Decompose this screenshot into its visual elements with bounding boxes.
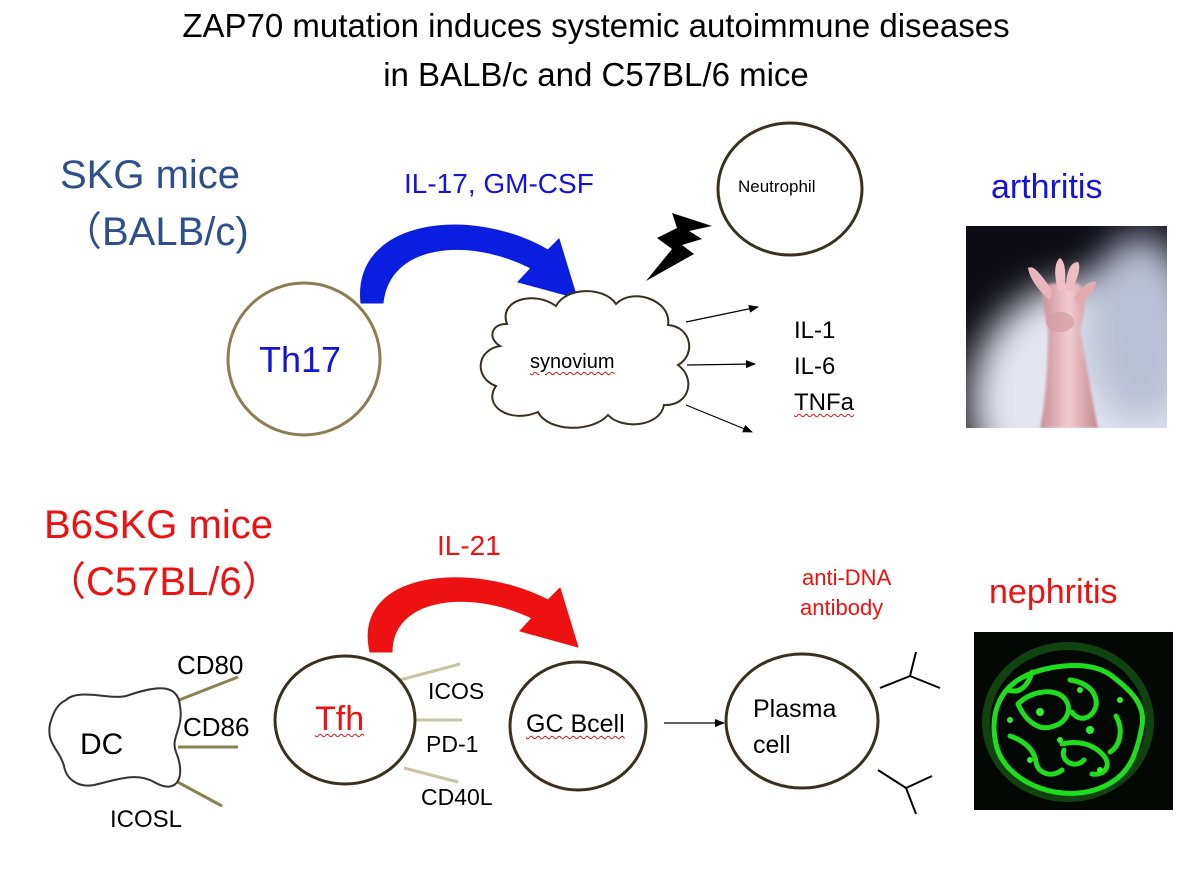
icosl-label: ICOSL [110, 806, 183, 833]
pd1-label: PD-1 [426, 731, 479, 757]
icos-stick [399, 662, 461, 682]
antibody-y-icon [877, 769, 933, 815]
b6skg-background-label: （C57BL/6） [46, 560, 282, 604]
plasma-label-line2: cell [753, 731, 791, 759]
plasma-cell [724, 652, 880, 790]
skg-cytokines-label: IL-17, GM-CSF [404, 168, 594, 199]
antibody-label-line2: antibody [800, 595, 884, 620]
output-arrow-il6 [686, 360, 756, 369]
title-line-2: in BALB/c and C57BL/6 mice [383, 56, 809, 93]
cd80-stick [173, 675, 239, 704]
output-il6: IL-6 [794, 353, 836, 380]
curved-arrow-icon [367, 577, 579, 653]
icos-label: ICOS [428, 678, 485, 704]
output-arrow-il1 [685, 304, 759, 323]
dc-cell [48, 687, 182, 788]
skg-strain-label: SKG mice [60, 153, 241, 197]
synovium-cloud [479, 290, 691, 429]
synovium-label: synovium [530, 351, 615, 373]
neutrophil-cell [716, 121, 864, 257]
cd40l-label: CD40L [421, 784, 493, 810]
gc-bcell-cell [508, 660, 648, 792]
output-tnfa: TNFa [794, 389, 854, 416]
cd80-label: CD80 [177, 650, 244, 680]
arthritis-photo [966, 226, 1167, 428]
cd86-label: CD86 [183, 712, 250, 742]
il21-label: IL-21 [437, 530, 501, 561]
th17-cell [226, 281, 382, 437]
dc-label: DC [80, 728, 124, 761]
th17-label: Th17 [259, 339, 342, 380]
antibody-label-line1: anti-DNA [802, 565, 892, 590]
antibody-y-icon [879, 651, 941, 689]
skg-background-label: （BALB/c) [62, 210, 249, 254]
plasma-label-line1: Plasma [753, 695, 837, 723]
output-il1: IL-1 [794, 317, 836, 344]
icosl-stick [171, 777, 223, 808]
neutrophil-label: Neutrophil [738, 177, 816, 196]
arthritis-label: arthritis [991, 168, 1103, 206]
cd40l-stick [403, 766, 459, 784]
title-line-1: ZAP70 mutation induces systemic autoimmu… [182, 7, 1010, 44]
tfh-label: Tfh [315, 700, 365, 738]
gc-bcell-label: GC Bcell [526, 710, 625, 738]
b6skg-strain-label: B6SKG mice [44, 503, 273, 547]
output-arrow-tnfa [685, 404, 753, 433]
tfh-cell [273, 654, 417, 786]
nephritis-label: nephritis [989, 573, 1118, 611]
curved-arrow-icon [360, 224, 578, 304]
lightning-bolt-icon [646, 213, 712, 281]
nephritis-photo [974, 632, 1173, 810]
